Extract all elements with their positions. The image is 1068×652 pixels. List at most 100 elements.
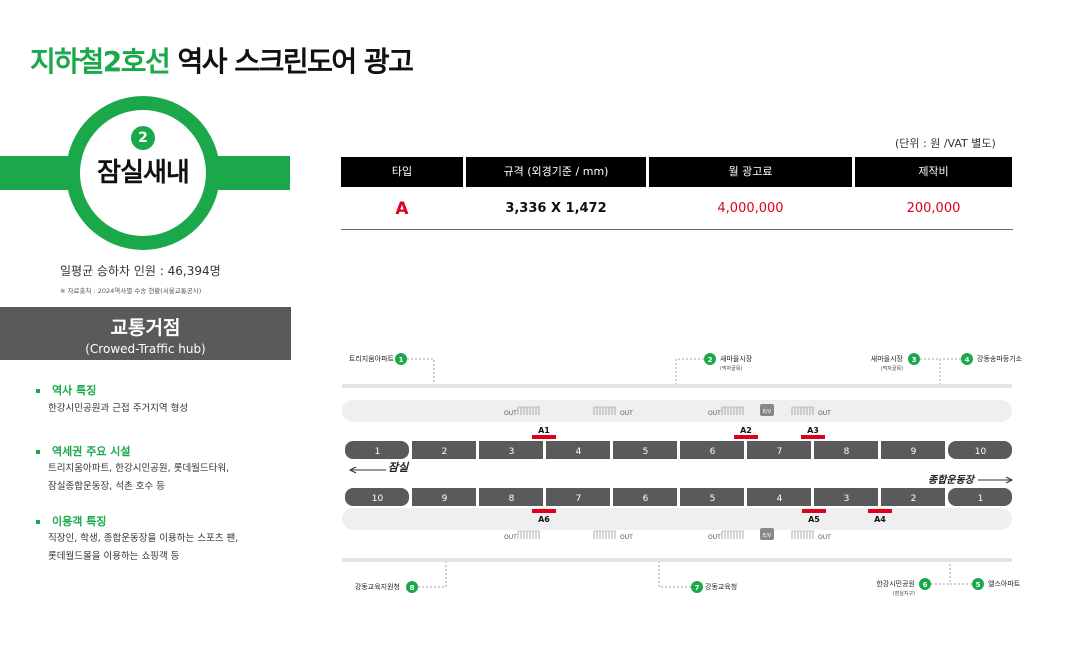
ad-slot-label: A6: [538, 515, 550, 524]
cell-monthly-fee: 4,000,000: [717, 201, 784, 216]
feature-text: 한강시민공원과 근접 주거지역 형성: [48, 403, 189, 414]
direction-left: 잠실: [388, 461, 410, 474]
ad-slot-marker: [801, 435, 825, 439]
stair-out-label: OUT: [818, 534, 831, 541]
stair-out-label: OUT: [504, 410, 517, 417]
platform-door: [881, 488, 945, 506]
exit-subname: (먹자골목): [720, 365, 742, 372]
door-number: 9: [442, 494, 448, 504]
bullet-icon: [36, 520, 40, 524]
exit-number: 2: [708, 356, 713, 364]
stair-out-label: OUT: [504, 534, 517, 541]
door-number: 2: [911, 494, 917, 504]
exit-number: 7: [695, 584, 700, 592]
arrow-right-head: [1005, 476, 1014, 484]
stair-out-label: OUT: [620, 534, 633, 541]
platform-bottom: [342, 508, 1012, 530]
elevator-label: E/V: [763, 409, 772, 415]
stair-icon: OUT: [504, 530, 540, 541]
feature-text: 직장인, 학생, 종합운동장을 이용하는 스포츠 팬,롯데월드몰을 이용하는 쇼…: [48, 533, 239, 562]
platform-door: [814, 488, 878, 506]
exit-name: 엘스아파트: [988, 579, 1021, 588]
exit-path: [407, 358, 435, 384]
exit-1: 1 트리지움아파트: [349, 353, 435, 384]
platform-door: [546, 441, 610, 459]
platform-door: [747, 441, 811, 459]
platform-door: [546, 488, 610, 506]
platform-door: [680, 488, 744, 506]
exit-path: [658, 562, 691, 588]
header-type: 타입: [341, 157, 463, 187]
exit-number-badge: [395, 353, 407, 365]
elevator-icon: [760, 404, 774, 416]
daily-ridership: 일평균 승하차 인원 : 46,394명: [60, 264, 221, 278]
platform-door: [412, 488, 476, 506]
feature-text: 트리지움아파트, 한강시민공원, 롯데월드타워,잠실종합운동장, 석촌 호수 등: [48, 463, 230, 492]
ad-slot-label: A5: [808, 515, 820, 524]
exit-number: 1: [399, 356, 404, 364]
ad-slot-marker: [532, 435, 556, 439]
exit-path: [675, 358, 704, 384]
source-note: ※ 자료출처 : 2024역사별 수송 현황(서울교통공사): [60, 287, 202, 295]
door-number: 1: [978, 494, 984, 504]
ad-slot-marker: [802, 509, 826, 513]
door-number: 3: [844, 494, 850, 504]
ad-slot-label: A2: [740, 426, 752, 435]
exit-name: 새마을시장: [871, 354, 904, 363]
station-name: 잠실새내: [97, 158, 190, 188]
direction-right: 종합운동장: [928, 474, 976, 486]
elevator-icon: [760, 528, 774, 540]
ad-slot-marker: [868, 509, 892, 513]
exit-name: 강동교육청: [705, 582, 737, 591]
platform-door: [613, 441, 677, 459]
exit-path: [920, 358, 941, 384]
exit-number: 4: [965, 356, 970, 364]
cell-size: 3,336 X 1,472: [505, 201, 607, 216]
ad-slot-label: A1: [538, 426, 550, 435]
platform-edge: [342, 384, 1012, 388]
exit-subname: (먹자골목): [881, 365, 903, 372]
feature-heading: 역사 특징: [36, 382, 96, 398]
ad-slot-label: A4: [874, 515, 886, 524]
platform-door: [345, 488, 409, 506]
platform-door: [881, 441, 945, 459]
table-bottom-rule: [341, 229, 1013, 230]
platform-door: [613, 488, 677, 506]
exit-number: 8: [410, 584, 415, 592]
door-number: 5: [710, 494, 716, 504]
stair-out-label: OUT: [818, 410, 831, 417]
door-number: 10: [372, 494, 384, 504]
exit-name: 강동송파등기소: [977, 354, 1023, 363]
stair-icon: OUT: [593, 530, 633, 541]
platform-door: [680, 441, 744, 459]
exit-name: 트리지움아파트: [349, 354, 395, 363]
exit-number-badge: [908, 353, 920, 365]
exit-name: 강동교육지원청: [355, 582, 400, 591]
door-number: 7: [576, 494, 582, 504]
door-number: 5: [643, 447, 649, 457]
stair-out-label: OUT: [708, 534, 721, 541]
ad-slot-label: A3: [807, 426, 819, 435]
feature-heading: 이용객 특징: [36, 513, 106, 529]
platform-door: [747, 488, 811, 506]
exit-number: 6: [923, 581, 928, 589]
platform-door: [479, 441, 543, 459]
header-production-fee: 제작비: [855, 157, 1012, 187]
exit-3: 3 새마을시장 (먹자골목): [871, 353, 941, 384]
exit-number: 3: [912, 356, 917, 364]
cell-production-fee: 200,000: [906, 201, 961, 216]
feature-heading: 역세권 주요 시설: [36, 443, 131, 459]
door-number: 8: [509, 494, 515, 504]
stair-out-label: OUT: [620, 410, 633, 417]
door-number: 1: [375, 447, 381, 457]
exit-number-badge: [919, 578, 931, 590]
exit-name: 한강시민공원: [876, 579, 915, 588]
door-number: 7: [777, 447, 783, 457]
platform-door: [412, 441, 476, 459]
stair-icon: OUT: [708, 530, 744, 541]
stair-icon: OUT: [504, 406, 540, 417]
platform-door: [948, 488, 1012, 506]
